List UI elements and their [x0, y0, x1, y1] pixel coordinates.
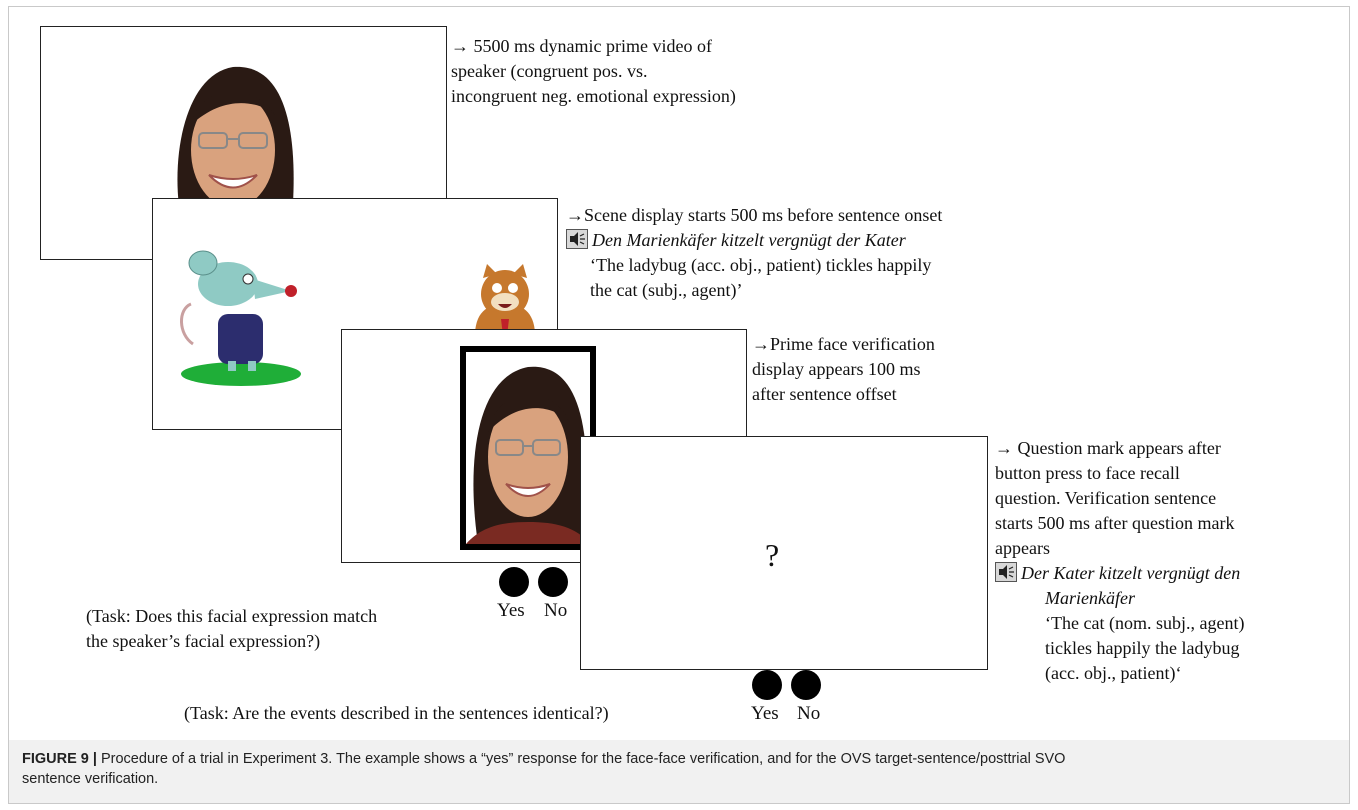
sentence-line: Der Kater kitzelt vergnügt den — [995, 561, 1244, 586]
prime-video-note: → 5500 ms dynamic prime video of speaker… — [451, 34, 736, 109]
yes-label: Yes — [497, 600, 525, 621]
note-line: →Scene display starts 500 ms before sent… — [566, 205, 943, 225]
task-line: (Task: Does this facial expression match — [86, 606, 378, 626]
speaker-face-video — [173, 66, 294, 235]
speaker-icon — [566, 229, 588, 249]
figure-label: FIGURE 9 | — [22, 751, 97, 767]
framed-face-photo — [460, 346, 596, 550]
task-line: the speaker’s facial expression?) — [86, 631, 321, 651]
translation-line: ‘The cat (nom. subj., agent) — [1045, 613, 1245, 633]
german-sentence-cont: Marienkäfer — [1045, 588, 1135, 608]
sentence-task-text: (Task: Are the events described in the s… — [184, 703, 609, 723]
yes-response-button[interactable] — [752, 670, 782, 700]
note-line: after sentence offset — [752, 384, 897, 404]
caption-text: Procedure of a trial in Experiment 3. Th… — [96, 751, 1066, 767]
note-line: display appears 100 ms — [752, 359, 921, 379]
question-mark-screen: ? — [580, 436, 988, 670]
note-line: → 5500 ms dynamic prime video of — [451, 36, 712, 56]
translation-line: the cat (subj., agent)’ — [590, 280, 743, 300]
face-verification-note: →Prime face verification display appears… — [752, 332, 935, 407]
translation-line: tickles happily the ladybug — [1045, 638, 1240, 658]
speaker-face-photo — [466, 366, 590, 544]
yes-label: Yes — [751, 703, 779, 724]
german-sentence: Den Marienkäfer kitzelt vergnügt der Kat… — [592, 230, 906, 250]
scene-display-note: →Scene display starts 500 ms before sent… — [566, 203, 942, 303]
no-response-button[interactable] — [538, 567, 568, 597]
speaker-icon — [995, 562, 1017, 582]
sentence-line: Marienkäfer — [995, 586, 1244, 611]
mouse-character — [180, 250, 301, 386]
yes-response-button[interactable] — [499, 567, 529, 597]
translation-line: (acc. obj., patient)‘ — [1045, 663, 1182, 683]
no-label: No — [544, 600, 568, 621]
figure-caption: FIGURE 9 | Procedure of a trial in Exper… — [22, 749, 1332, 789]
note-line: starts 500 ms after question mark — [995, 513, 1235, 533]
note-line: button press to face recall — [995, 463, 1180, 483]
sentence-line: Den Marienkäfer kitzelt vergnügt der Kat… — [566, 228, 942, 253]
note-line: incongruent neg. emotional expression) — [451, 86, 736, 106]
question-mark-note: → Question mark appears after button pre… — [995, 436, 1244, 686]
german-sentence: Der Kater kitzelt vergnügt den — [1021, 563, 1241, 583]
no-response-button[interactable] — [791, 670, 821, 700]
note-line: question. Verification sentence — [995, 488, 1217, 508]
note-line: → Question mark appears after — [995, 438, 1221, 458]
face-task-text: (Task: Does this facial expression match… — [86, 604, 377, 654]
question-mark: ? — [765, 537, 780, 573]
note-line: speaker (congruent pos. vs. — [451, 61, 648, 81]
translation-line: ‘The ladybug (acc. obj., patient) tickle… — [590, 255, 932, 275]
caption-text-cont: sentence verification. — [22, 771, 159, 787]
figure-frame — [8, 6, 1350, 804]
note-line: appears — [995, 538, 1050, 558]
no-label: No — [797, 703, 821, 724]
caption-band — [9, 740, 1349, 803]
note-line: →Prime face verification — [752, 334, 935, 354]
